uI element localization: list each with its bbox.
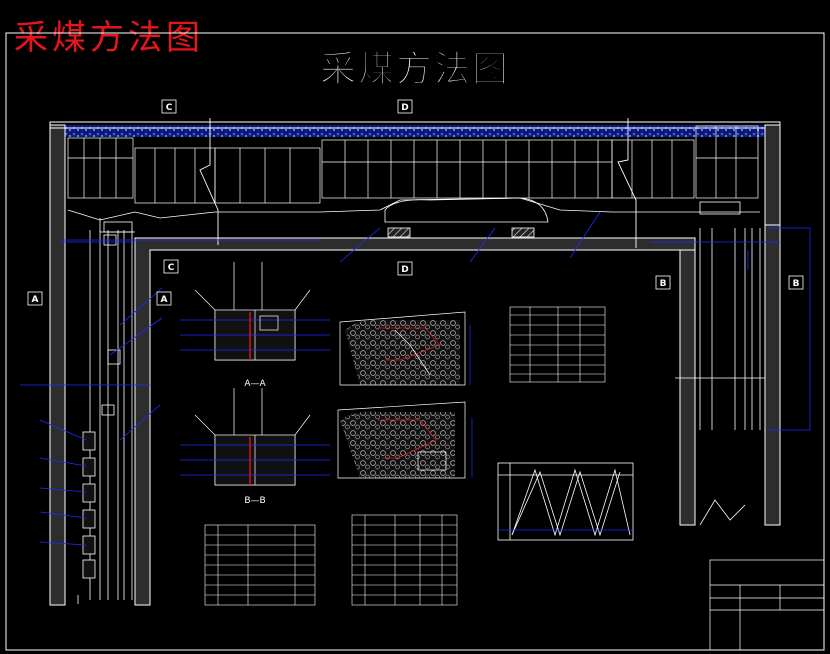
marker-d-top: D [401,103,408,113]
drawing-title: 采煤方法图 [319,49,510,91]
right-shafts [675,228,765,526]
support-detail-lower [337,401,473,479]
title-block [709,559,825,651]
leader-lines-left [20,241,163,546]
marker-b-inner: B [660,279,667,289]
marker-b-outer: B [793,279,800,289]
label-a-a: A—A [244,379,266,389]
marker-c-top: C [166,103,173,113]
sheet-border [5,32,825,651]
marker-c-inner: C [168,263,175,273]
section-b-b [180,388,330,486]
right-dimension [650,227,811,431]
support-chain [82,431,96,579]
cycle-diagram [497,462,634,541]
marker-a-left: A [32,295,39,305]
table-indicators [351,514,458,606]
table-workforce [204,524,316,606]
table-equipment [509,306,606,383]
section-markers [27,99,804,306]
label-b-b: B—B [244,496,265,506]
shield-supports [67,125,759,204]
support-detail-upper [339,311,471,386]
coal-seam [65,125,765,137]
leader-lines-face [60,211,601,263]
roadway-frame [49,121,781,606]
break-lines [199,118,637,248]
face-conveyor [67,197,760,238]
left-shafts [77,230,133,604]
marker-d-inner: D [401,265,408,275]
section-a-a [180,262,330,361]
corner-title: 采煤方法图 [14,18,204,58]
marker-a-inner: A [161,295,168,305]
